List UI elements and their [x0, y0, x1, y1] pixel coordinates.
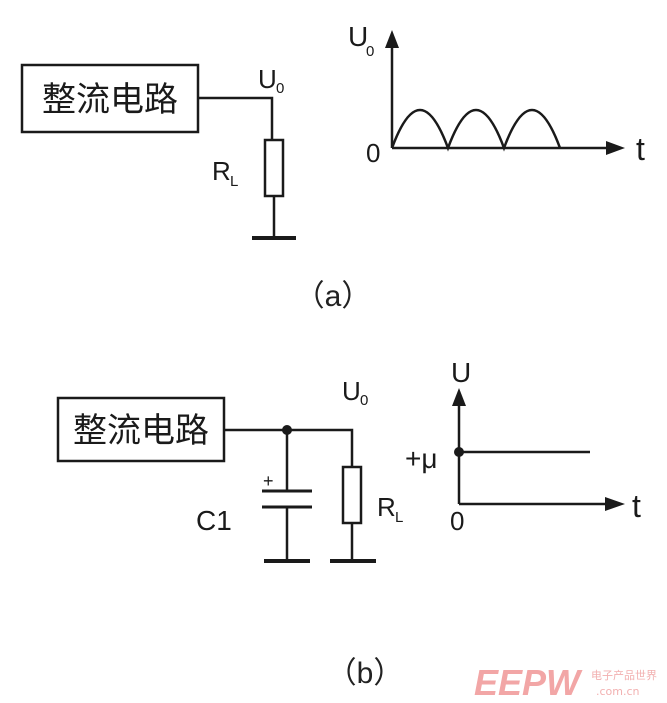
watermark-url: .com.cn	[596, 685, 640, 698]
output-label-a: U	[258, 64, 277, 94]
rectifier-block-a-label: 整流电路	[42, 80, 178, 120]
caption-a: （a）	[295, 280, 372, 313]
output-sub-b: 0	[360, 392, 368, 409]
wire-b-top	[224, 428, 354, 467]
x-label-a: t	[636, 131, 645, 167]
resistor-rl-a	[263, 138, 285, 198]
load-label-b: R	[377, 492, 396, 522]
load-label-a: R	[212, 156, 231, 186]
resistor-rl-b	[341, 465, 363, 525]
level-label-b: +μ	[405, 443, 437, 474]
y-label-a: U	[348, 21, 368, 52]
dc-level-marker	[454, 447, 464, 457]
load-sub-b: L	[395, 509, 403, 526]
rectifier-block-b-label: 整流电路	[73, 411, 209, 451]
x-axis-arrow-a	[606, 141, 625, 155]
wire-a	[198, 96, 274, 140]
full-wave-rectified-curve	[390, 108, 562, 152]
origin-label-b: 0	[450, 506, 464, 536]
watermark: EEPW 电子产品世界 .com.cn	[474, 662, 657, 703]
output-label-b: U	[342, 376, 361, 406]
capacitor-polarity: +	[263, 471, 274, 491]
origin-label-a: 0	[366, 138, 380, 168]
watermark-brand: EEPW	[474, 662, 583, 703]
rectifier-block-a	[20, 63, 200, 134]
y-axis-arrow-b	[452, 388, 466, 406]
y-axis-arrow-a	[385, 30, 399, 48]
caption-b: （b）	[327, 657, 404, 690]
watermark-cn: 电子产品世界	[591, 668, 657, 682]
circuit-a: 整流电路 U 0 R L	[20, 63, 296, 240]
x-label-b: t	[632, 488, 641, 524]
y-sub-a: 0	[366, 43, 374, 60]
load-sub-a: L	[230, 173, 238, 190]
waveform-graph-b: U +μ 0 t	[405, 357, 641, 536]
waveform-graph-a: U 0 0 t	[348, 21, 645, 168]
circuit-b: 整流电路 + C1 U 0 R L	[56, 376, 403, 563]
x-axis-arrow-b	[605, 497, 625, 511]
y-label-b: U	[451, 357, 471, 388]
capacitor-label: C1	[196, 505, 232, 536]
output-sub-a: 0	[276, 80, 284, 97]
